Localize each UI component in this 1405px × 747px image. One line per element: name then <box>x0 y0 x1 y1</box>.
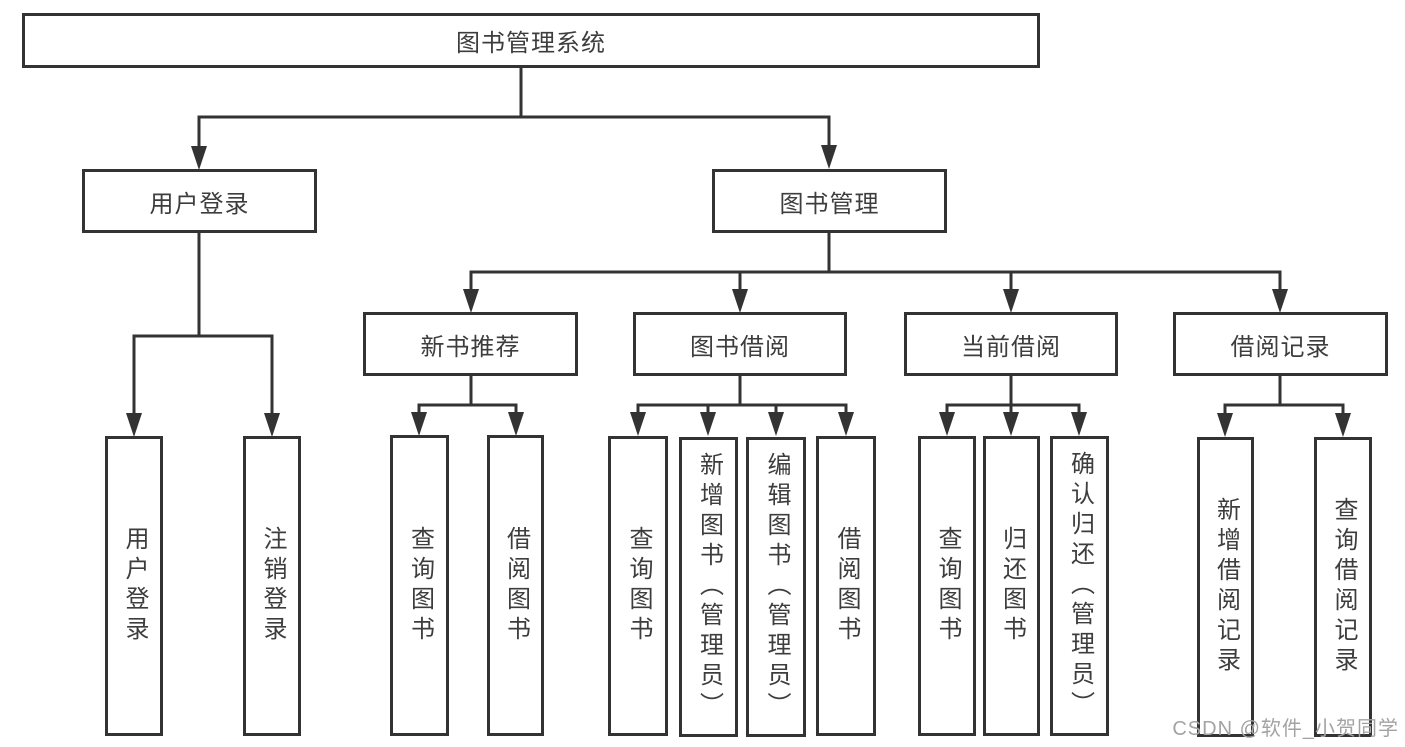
leaf-recommend-borrow-books: 借阅图书 <box>487 435 544 736</box>
csdn-watermark: CSDN @软件_小贺同学 <box>1172 718 1399 740</box>
node-current-borrowing: 当前借阅 <box>904 312 1118 376</box>
node-book-borrowing-label: 图书借阅 <box>690 333 790 361</box>
leaf-borrowing-borrow-books: 借阅图书 <box>816 436 876 736</box>
leaf-user-login-label: 用户登录 <box>121 526 148 646</box>
leaf-recommend-borrow-books-label: 借阅图书 <box>502 525 530 646</box>
node-book-management-label: 图书管理 <box>779 190 880 218</box>
node-root-system: 图书管理系统 <box>22 13 1040 68</box>
node-borrowing-records-label: 借阅记录 <box>1230 333 1331 361</box>
node-current-borrowing-label: 当前借阅 <box>961 333 1061 361</box>
node-new-book-recommend: 新书推荐 <box>363 312 578 376</box>
connector-current-borrowing <box>939 376 1087 436</box>
connector-new-book-recommend <box>411 376 524 436</box>
connector-user-login <box>126 233 280 437</box>
node-borrowing-records: 借阅记录 <box>1173 312 1388 376</box>
leaf-current-return-books: 归还图书 <box>983 436 1040 736</box>
node-user-login: 用户登录 <box>82 169 317 233</box>
leaf-borrowing-add-books-admin-label: 新增图书（管理员） <box>695 452 723 722</box>
leaf-borrowing-add-books-admin: 新增图书（管理员） <box>679 437 738 737</box>
leaf-records-add-record: 新增借阅记录 <box>1197 437 1254 737</box>
leaf-user-login: 用户登录 <box>105 436 163 736</box>
leaf-current-query-books: 查询图书 <box>918 436 976 736</box>
connector-book-management <box>463 233 1288 313</box>
leaf-borrowing-edit-books-admin-label: 编辑图书（管理员） <box>763 452 790 722</box>
leaf-recommend-query-books: 查询图书 <box>390 435 449 736</box>
leaf-current-return-books-label: 归还图书 <box>998 526 1026 646</box>
connector-book-borrowing <box>630 376 854 436</box>
leaf-records-add-record-label: 新增借阅记录 <box>1212 497 1240 677</box>
leaf-borrowing-query-books: 查询图书 <box>608 436 668 736</box>
node-book-borrowing: 图书借阅 <box>633 312 847 376</box>
node-book-management: 图书管理 <box>712 169 947 233</box>
node-root-system-label: 图书管理系统 <box>456 30 606 57</box>
leaf-current-confirm-return-admin: 确认归还（管理员） <box>1050 436 1109 736</box>
leaf-current-query-books-label: 查询图书 <box>934 526 961 646</box>
leaf-borrowing-edit-books-admin: 编辑图书（管理员） <box>746 437 806 737</box>
leaf-borrowing-query-books-label: 查询图书 <box>625 526 652 646</box>
node-user-login-label: 用户登录 <box>149 190 250 218</box>
node-new-book-recommend-label: 新书推荐 <box>420 333 521 361</box>
leaf-recommend-query-books-label: 查询图书 <box>406 525 434 646</box>
leaf-records-query-record: 查询借阅记录 <box>1314 437 1372 737</box>
leaf-current-confirm-return-admin-label: 确认归还（管理员） <box>1066 451 1094 721</box>
connector-root <box>191 68 837 170</box>
connector-borrowing-records <box>1217 376 1351 437</box>
leaf-logout: 注销登录 <box>243 436 301 736</box>
leaf-borrowing-borrow-books-label: 借阅图书 <box>833 526 860 646</box>
leaf-records-query-record-label: 查询借阅记录 <box>1330 497 1357 677</box>
leaf-logout-label: 注销登录 <box>259 526 286 646</box>
